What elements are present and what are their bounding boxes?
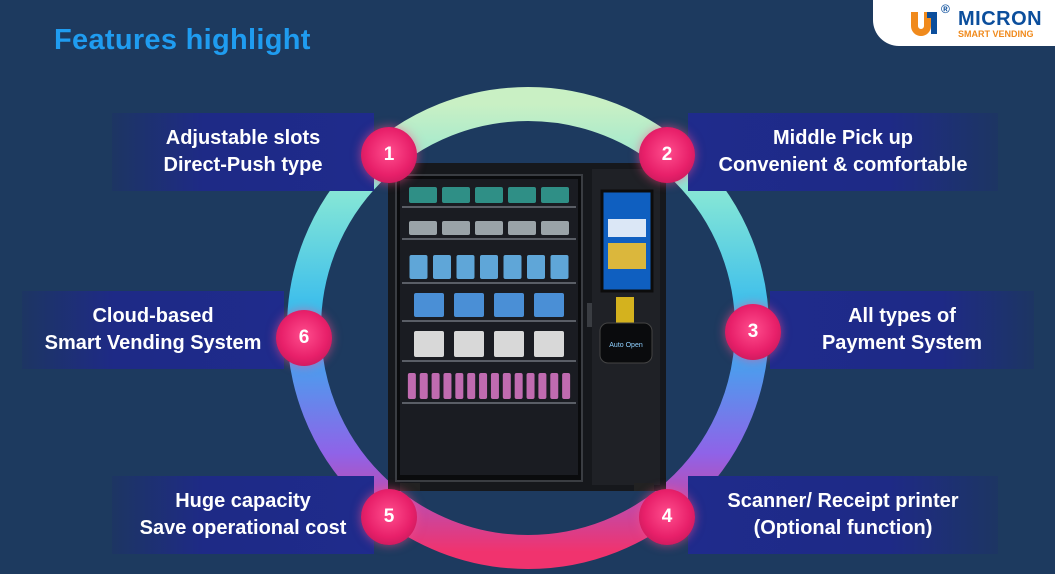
product-item <box>550 373 559 399</box>
product-item <box>490 373 499 399</box>
logo-name: MICRON <box>958 8 1043 30</box>
feature-6-line1: Cloud-based <box>92 305 214 327</box>
feature-badge-5: 5 <box>361 489 417 545</box>
shelf-rail <box>402 282 576 284</box>
product-item <box>455 373 464 399</box>
product-item <box>541 187 569 203</box>
shelf-rail <box>402 238 576 240</box>
shelf-rail <box>402 360 576 362</box>
product-item <box>479 373 488 399</box>
micron-logo: ® MICRON SMART VENDING <box>873 0 1055 46</box>
feature-4-line1: Scanner/ Receipt printer <box>727 490 959 512</box>
product-item <box>514 373 523 399</box>
feature-5-line1: Huge capacity <box>175 490 311 512</box>
product-item <box>562 373 571 399</box>
logo-subtitle: SMART VENDING <box>958 29 1034 39</box>
feature-badge-4: 4 <box>639 489 695 545</box>
feature-4-line2: (Optional function) <box>753 517 933 539</box>
page-title: Features highlight <box>54 24 311 56</box>
feature-1-line2: Direct-Push type <box>163 154 323 176</box>
product-item <box>431 373 440 399</box>
product-item <box>494 293 524 317</box>
product-item <box>414 293 444 317</box>
feature-1-line1: Adjustable slots <box>165 127 321 149</box>
product-item <box>454 293 484 317</box>
feature-badge-3: 3 <box>725 304 781 360</box>
product-item <box>508 221 536 235</box>
product-item <box>456 255 475 279</box>
product-item <box>494 331 524 357</box>
feature-payment-system: All types of Payment System <box>770 291 1034 369</box>
product-item <box>534 331 564 357</box>
product-item <box>467 373 476 399</box>
product-item <box>475 187 503 203</box>
product-item <box>538 373 547 399</box>
product-item <box>550 255 569 279</box>
vending-machine-illustration: Auto Open <box>388 163 666 491</box>
feature-scanner-printer: Scanner/ Receipt printer (Optional funct… <box>688 476 998 554</box>
feature-badge-2: 2 <box>639 127 695 183</box>
feature-adjustable-slots: Adjustable slots Direct-Push type <box>112 113 374 191</box>
micron-logo-icon <box>911 12 937 36</box>
feature-middle-pickup: Middle Pick up Convenient & comfortable <box>688 113 998 191</box>
product-item <box>502 373 511 399</box>
product-item <box>541 221 569 235</box>
feature-2-line1: Middle Pick up <box>772 127 914 149</box>
product-item <box>419 373 428 399</box>
product-item <box>409 255 428 279</box>
shelf-rail <box>402 402 576 404</box>
product-item <box>527 255 545 279</box>
product-item <box>503 255 522 279</box>
product-item <box>407 373 416 399</box>
feature-badge-1: 1 <box>361 127 417 183</box>
product-item <box>409 221 437 235</box>
product-item <box>526 373 535 399</box>
pickup-label: Auto Open <box>609 342 643 349</box>
feature-6-line2: Smart Vending System <box>44 332 262 354</box>
product-item <box>454 331 484 357</box>
product-item <box>414 331 444 357</box>
feature-cloud-system: Cloud-based Smart Vending System <box>22 291 284 369</box>
product-item <box>442 221 470 235</box>
feature-3-line2: Payment System <box>821 332 983 354</box>
product-item <box>475 221 503 235</box>
product-item <box>433 255 451 279</box>
product-item <box>534 293 564 317</box>
shelf-rail <box>402 206 576 208</box>
product-item <box>508 187 536 203</box>
logo-registered-mark: ® <box>941 2 950 16</box>
product-item <box>443 373 452 399</box>
feature-3-line1: All types of <box>848 305 956 327</box>
product-item <box>480 255 498 279</box>
feature-2-line2: Convenient & comfortable <box>718 154 968 176</box>
shelf-rail <box>402 320 576 322</box>
feature-badge-6: 6 <box>276 310 332 366</box>
product-item <box>409 187 437 203</box>
feature-5-line2: Save operational cost <box>139 517 347 539</box>
feature-huge-capacity: Huge capacity Save operational cost <box>112 476 374 554</box>
product-item <box>442 187 470 203</box>
